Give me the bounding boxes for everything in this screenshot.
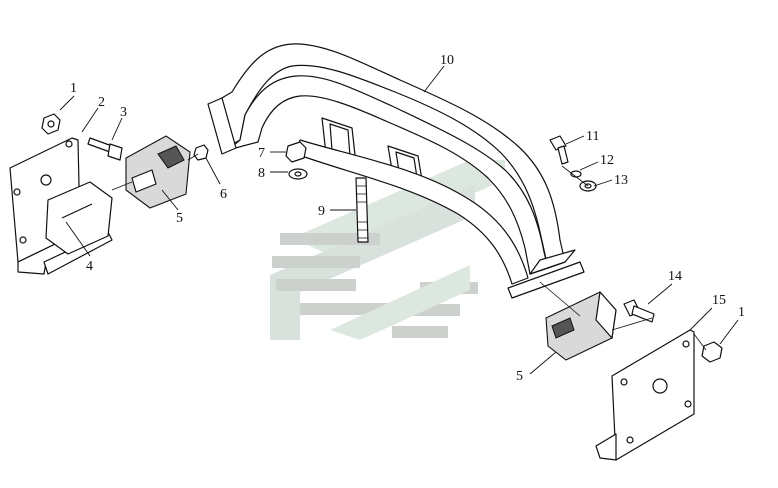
exhaust-pipe-assembly [207, 43, 585, 299]
callout-9: 9 [318, 204, 325, 219]
right-mounting-bracket [595, 329, 695, 461]
callout-12: 12 [600, 153, 614, 168]
callout-8: 8 [258, 166, 265, 181]
callout-5-left: 5 [176, 211, 183, 226]
callout-5-right: 5 [516, 369, 523, 384]
callout-13: 13 [614, 173, 628, 188]
callout-4: 4 [86, 259, 93, 274]
bolt-11 [549, 135, 569, 165]
nut-1-right [701, 341, 723, 363]
left-rubber-mount [45, 135, 191, 255]
callout-15: 15 [712, 293, 726, 308]
callout-1-left: 1 [70, 81, 77, 96]
right-rubber-mount [545, 291, 617, 361]
watermark-logo [270, 160, 505, 340]
callout-14: 14 [668, 269, 682, 284]
stud-9 [355, 177, 369, 243]
callout-3: 3 [120, 105, 127, 120]
nut-7 [285, 141, 307, 163]
callout-7: 7 [258, 146, 265, 161]
bolt-14 [623, 299, 655, 323]
washer-8 [288, 168, 308, 180]
nut-6 [193, 144, 209, 161]
callout-2: 2 [98, 95, 105, 110]
callout-11: 11 [586, 129, 599, 144]
bolt-3 [87, 137, 123, 161]
callout-1-right: 1 [738, 305, 745, 320]
leader-lines [59, 65, 739, 375]
callout-10: 10 [440, 53, 454, 68]
nut-1-left [41, 113, 61, 135]
callout-6: 6 [220, 187, 227, 202]
callout-labels: 1 2 3 4 5 6 7 8 9 10 11 12 13 14 15 1 5 [70, 53, 745, 384]
